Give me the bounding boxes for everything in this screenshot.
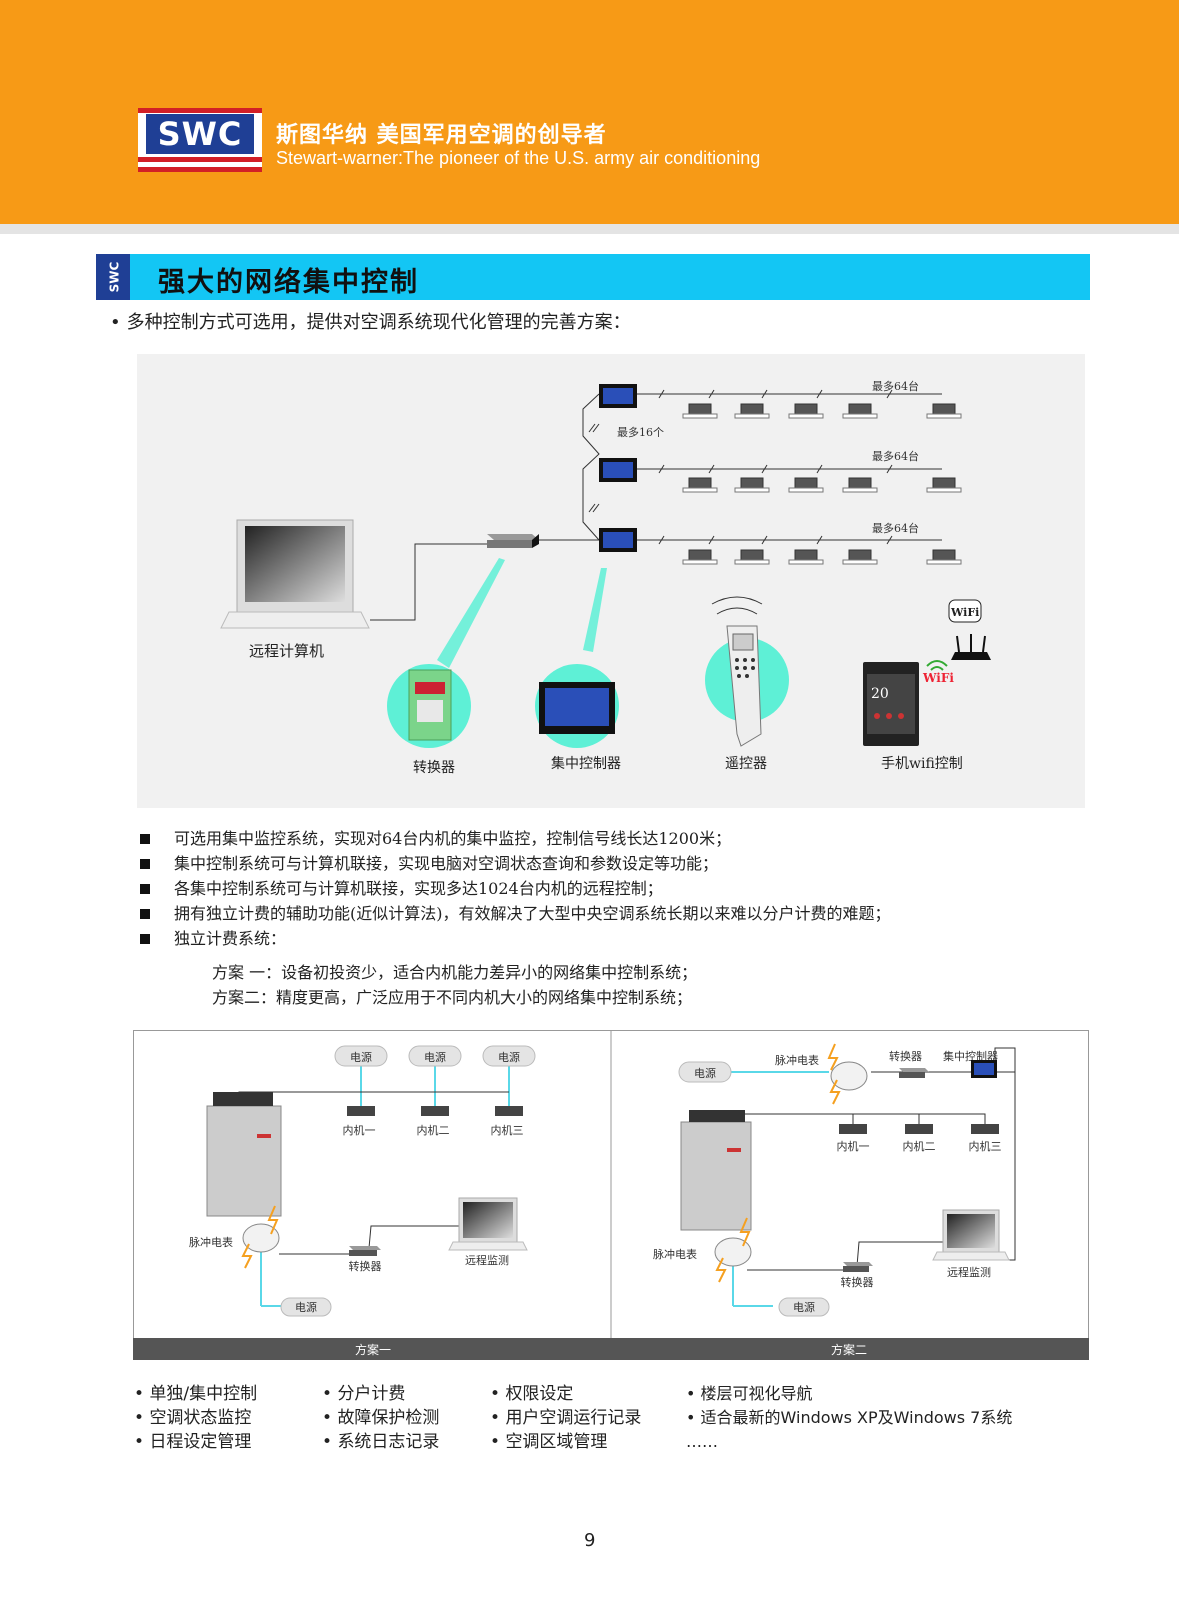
controller-icon <box>599 384 637 552</box>
bottom-column-3: • 权限设定 • 用户空调运行记录 • 空调区域管理 <box>490 1382 641 1454</box>
feature-item: 拥有独立计费的辅助功能(近似计算法)，有效解决了大型中央空调系统长期以来难以分户… <box>140 901 891 926</box>
converter-icon <box>349 1246 381 1256</box>
svg-text:内机一: 内机一 <box>343 1123 376 1137</box>
svg-text:WiFi: WiFi <box>950 606 979 619</box>
list-item: • 空调状态监控 <box>134 1408 252 1428</box>
feature-item: 集中控制系统可与计算机联接，实现电脑对空调状态查询和参数设定等功能； <box>140 851 891 876</box>
label-converter: 转换器 <box>413 759 455 776</box>
bottom-column-4: • 楼层可视化导航 • 适合最新的Windows XP及Windows 7系统 … <box>686 1382 1012 1454</box>
outdoor-unit-icon <box>680 1110 752 1231</box>
scheme-list: 方案 一：设备初投资少，适合内机能力差异小的网络集中控制系统； 方案二：精度更高… <box>212 960 697 1010</box>
list-item: • 单独/集中控制 <box>134 1384 258 1404</box>
svg-text:内机三: 内机三 <box>969 1139 1002 1153</box>
swc-logo: SWC <box>138 108 262 172</box>
list-item: • 适合最新的Windows XP及Windows 7系统 <box>686 1408 1013 1427</box>
network-diagram: 最多16个 最多64台 最多64台 最多64台 远程计算机 转换器 集中控制器 <box>137 354 1085 808</box>
indoor-unit-icon <box>839 1124 999 1134</box>
svg-text:转换器: 转换器 <box>841 1275 874 1289</box>
converter-icon <box>408 669 452 741</box>
label-max64-1: 最多64台 <box>872 379 919 393</box>
billing-diagrams: 方案一 方案二 电源 电源 电源 内机一 内机二 内机三 脉冲电表 转换器 <box>133 1030 1089 1360</box>
feature-list: 可选用集中监控系统，实现对64台内机的集中监控，控制信号线长达1200米； 集中… <box>140 826 891 951</box>
svg-text:内机二: 内机二 <box>417 1123 450 1137</box>
feature-item: 各集中控制系统可与计算机联接，实现多达1024台内机的远程控制； <box>140 876 891 901</box>
power-badge-icon <box>778 1297 830 1317</box>
wifi-badge-icon: WiFi <box>948 599 982 623</box>
power-badge-icon <box>334 1045 536 1067</box>
label-max64-2: 最多64台 <box>872 449 919 463</box>
list-item: • 权限设定 <box>490 1384 574 1404</box>
brand-english: Stewart-warner:The pioneer of the U.S. a… <box>276 148 761 168</box>
section-badge: SWC <box>96 254 130 300</box>
header-divider <box>0 224 1179 234</box>
svg-text:脉冲电表: 脉冲电表 <box>653 1247 697 1261</box>
scheme-item: 方案 一：设备初投资少，适合内机能力差异小的网络集中控制系统； <box>212 963 698 982</box>
label-wifi: 手机wifi控制 <box>881 756 963 772</box>
logo-text: SWC <box>146 114 254 154</box>
laptop-icon <box>932 1209 1010 1261</box>
label-controller: 集中控制器 <box>551 755 621 772</box>
label-max64-3: 最多64台 <box>872 521 919 535</box>
svg-text:转换器: 转换器 <box>349 1259 382 1273</box>
phone-icon: 20 <box>863 662 919 746</box>
power-badge-icon <box>678 1061 732 1083</box>
svg-text:内机三: 内机三 <box>491 1123 524 1137</box>
label-max16: 最多16个 <box>617 425 664 439</box>
section-title: 强大的网络集中控制 <box>158 267 419 298</box>
svg-text:电源: 电源 <box>498 1050 520 1064</box>
svg-text:20: 20 <box>871 686 889 702</box>
svg-text:电源: 电源 <box>350 1050 372 1064</box>
svg-text:WiFi: WiFi <box>922 671 954 685</box>
caption-scheme-one: 方案一 <box>355 1342 391 1357</box>
page-number: 9 <box>584 1530 596 1551</box>
laptop-icon <box>220 519 370 629</box>
scheme-item: 方案二：精度更高，广泛应用于不同内机大小的网络集中控制系统； <box>212 988 693 1007</box>
list-item: • 故障保护检测 <box>322 1408 440 1428</box>
outdoor-unit-icon <box>206 1092 282 1217</box>
indoor-unit-icon <box>347 1106 523 1116</box>
svg-text:集中控制器: 集中控制器 <box>943 1049 998 1063</box>
svg-text:脉冲电表: 脉冲电表 <box>775 1053 819 1067</box>
svg-text:远程监测: 远程监测 <box>947 1266 991 1279</box>
feature-item: 可选用集中监控系统，实现对64台内机的集中监控，控制信号线长达1200米； <box>140 826 891 851</box>
list-item: • 系统日志记录 <box>322 1432 440 1452</box>
svg-text:远程监测: 远程监测 <box>465 1254 509 1267</box>
list-item: • 空调区域管理 <box>490 1432 608 1452</box>
brand-chinese: 斯图华纳 美国军用空调的创导者 <box>276 123 607 148</box>
list-item: • 分户计费 <box>322 1384 406 1404</box>
svg-text:转换器: 转换器 <box>889 1049 922 1063</box>
svg-text:电源: 电源 <box>793 1300 815 1314</box>
bottom-column-1: • 单独/集中控制 • 空调状态监控 • 日程设定管理 <box>134 1382 257 1454</box>
svg-text:电源: 电源 <box>694 1066 716 1080</box>
svg-text:电源: 电源 <box>424 1050 446 1064</box>
list-item: • 楼层可视化导航 <box>686 1384 813 1403</box>
router-icon <box>951 634 991 660</box>
feature-item: 独立计费系统： <box>140 926 891 951</box>
pulse-meter-icon <box>241 1205 280 1269</box>
laptop-icon <box>448 1197 528 1251</box>
label-remote: 遥控器 <box>725 756 767 772</box>
remote-icon <box>711 596 763 747</box>
list-item: • 用户空调运行记录 <box>490 1408 642 1428</box>
svg-text:脉冲电表: 脉冲电表 <box>189 1235 233 1249</box>
label-computer: 远程计算机 <box>249 642 324 660</box>
converter-icon <box>843 1262 873 1272</box>
power-badge-icon <box>280 1297 332 1317</box>
bottom-column-2: • 分户计费 • 故障保护检测 • 系统日志记录 <box>322 1382 439 1454</box>
converter-icon <box>899 1068 929 1078</box>
intro-text: •多种控制方式可选用，提供对空调系统现代化管理的完善方案： <box>110 312 631 333</box>
pulse-meter-icon <box>714 1217 752 1283</box>
caption-scheme-two: 方案二 <box>831 1342 867 1357</box>
svg-text:内机二: 内机二 <box>903 1139 936 1153</box>
svg-text:电源: 电源 <box>295 1300 317 1314</box>
svg-text:内机一: 内机一 <box>837 1139 870 1153</box>
wifi-icon: WiFi <box>922 660 954 685</box>
section-bar <box>96 254 1090 300</box>
network-hub-icon <box>487 534 539 548</box>
list-item: • 日程设定管理 <box>134 1432 252 1452</box>
ellipsis: …… <box>686 1432 718 1451</box>
pulse-meter-icon <box>827 1043 868 1105</box>
